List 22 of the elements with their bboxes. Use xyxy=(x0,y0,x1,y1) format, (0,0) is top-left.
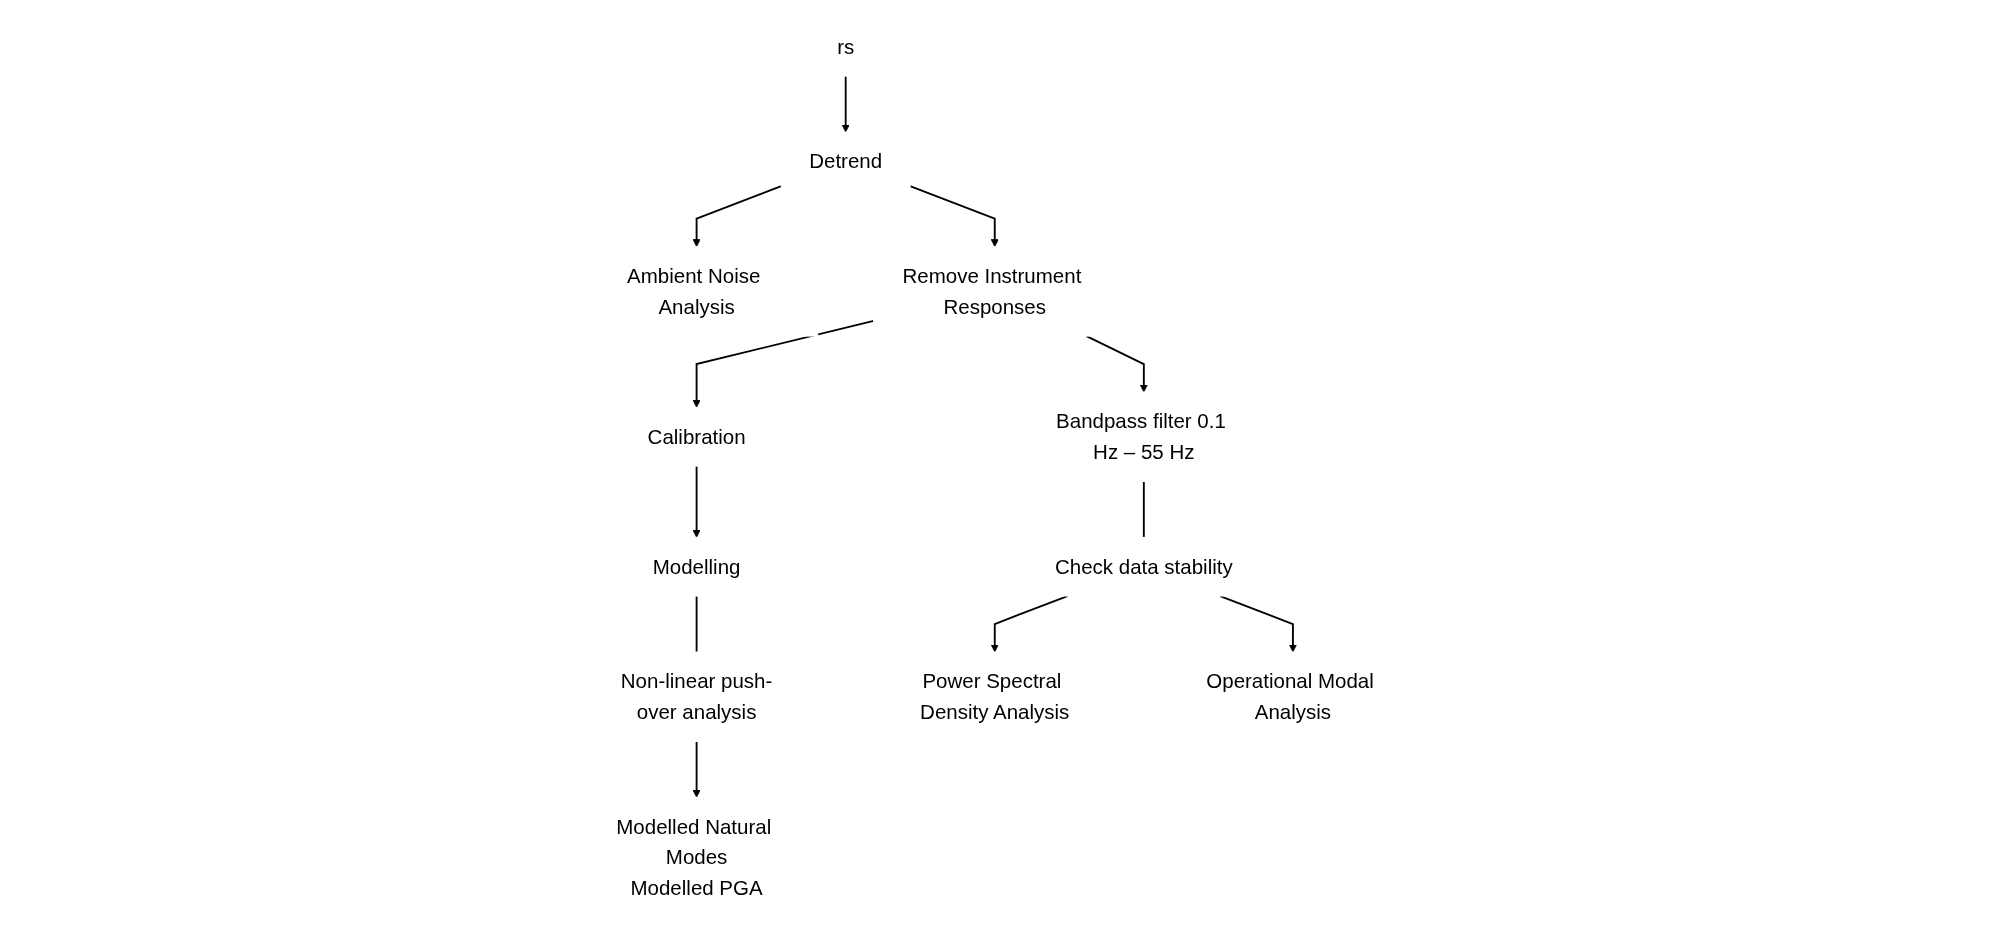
node-text: Modelled Natural Modes Modelled PGA xyxy=(616,815,771,900)
node-text: Operational Modal Analysis xyxy=(1206,669,1374,724)
node-text: Modelling xyxy=(652,555,741,579)
arrow xyxy=(1219,595,1297,653)
node-text: Bandpass filter 0.1 Hz – 55 Hz xyxy=(1055,409,1226,464)
node-text: Calibration xyxy=(647,425,746,449)
arrow xyxy=(908,185,999,248)
node-text: Check data stability xyxy=(1054,555,1233,579)
node-text: Ambient Noise Analysis xyxy=(626,264,761,319)
arrow xyxy=(692,465,701,538)
node-text: Power Spectral Density Analysis xyxy=(919,669,1070,724)
node-text: Remove Instrument Responses xyxy=(902,264,1082,319)
connector xyxy=(1142,480,1145,539)
node-text: Non-linear push-over analysis xyxy=(620,669,773,724)
connector xyxy=(695,595,698,653)
arrow xyxy=(841,75,850,133)
node-text: Detrend xyxy=(808,149,882,174)
node-text: rs xyxy=(836,35,854,59)
arrow xyxy=(692,320,875,408)
arrow xyxy=(692,740,701,798)
arrow xyxy=(1085,335,1148,393)
arrow xyxy=(692,185,782,248)
